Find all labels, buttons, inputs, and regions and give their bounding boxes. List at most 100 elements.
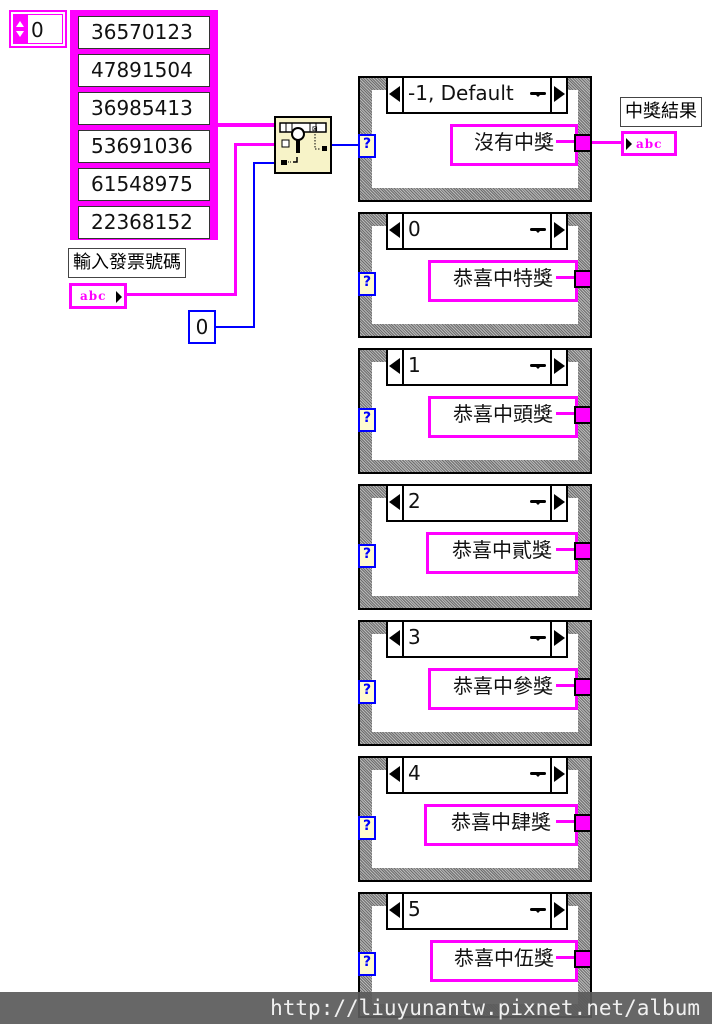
array-index-control[interactable]: 0 [9, 10, 67, 48]
case-selector-label[interactable]: 0 [386, 212, 568, 250]
previous-case-arrow-icon[interactable] [388, 758, 404, 792]
case-value: 1 [408, 353, 421, 377]
output-tunnel [574, 950, 592, 968]
next-case-arrow-icon[interactable] [550, 214, 566, 248]
case-output-wire [556, 140, 580, 143]
string-wire [127, 293, 237, 296]
string-type-label: abc [80, 289, 107, 303]
case-structure[interactable]: 4 ? 恭喜中肆獎 [358, 756, 592, 882]
search-1d-array-icon: ⊠ [279, 122, 327, 165]
case-structure[interactable]: 3 ? 恭喜中參獎 [358, 620, 592, 746]
case-selector-terminal: ? [358, 952, 376, 976]
input-arrow-icon [626, 138, 632, 150]
case-output-wire [556, 820, 580, 823]
string-wire [234, 143, 237, 296]
array-element[interactable]: 36570123 [78, 16, 210, 49]
next-case-arrow-icon[interactable] [550, 894, 566, 928]
output-tunnel [574, 134, 592, 152]
case-value: 3 [408, 625, 421, 649]
case-value: 2 [408, 489, 421, 513]
case-output-wire [556, 548, 580, 551]
array-element[interactable]: 61548975 [78, 168, 210, 201]
output-tunnel [574, 814, 592, 832]
numeric-wire [253, 162, 255, 328]
previous-case-arrow-icon[interactable] [388, 78, 404, 112]
case-value: -1, Default [408, 81, 514, 105]
numeric-wire [216, 326, 255, 328]
result-string-indicator: abc [621, 131, 677, 156]
result-string-constant[interactable]: 恭喜中參獎 [428, 668, 578, 710]
next-case-arrow-icon[interactable] [550, 486, 566, 520]
watermark-url: http://liuyunantw.pixnet.net/album [270, 996, 700, 1020]
case-structure[interactable]: 2 ? 恭喜中貳獎 [358, 484, 592, 610]
case-selector-label[interactable]: 1 [386, 348, 568, 386]
result-string-constant[interactable]: 沒有中獎 [450, 124, 578, 166]
next-case-arrow-icon[interactable] [550, 78, 566, 112]
case-selector-label[interactable]: 3 [386, 620, 568, 658]
result-wire [590, 141, 622, 144]
output-tunnel [574, 678, 592, 696]
previous-case-arrow-icon[interactable] [388, 894, 404, 928]
array-element[interactable]: 36985413 [78, 92, 210, 125]
index-value[interactable]: 0 [31, 18, 44, 42]
start-index-constant[interactable]: 0 [188, 310, 216, 344]
dropdown-icon[interactable] [530, 92, 546, 97]
output-tunnel [574, 270, 592, 288]
case-structure[interactable]: 1 ? 恭喜中頭獎 [358, 348, 592, 474]
case-value: 0 [408, 217, 421, 241]
case-structure[interactable]: -1, Default ? 沒有中獎 [358, 76, 592, 202]
previous-case-arrow-icon[interactable] [388, 214, 404, 248]
array-element[interactable]: 22368152 [78, 206, 210, 239]
previous-case-arrow-icon[interactable] [388, 486, 404, 520]
case-selector-terminal: ? [358, 680, 376, 704]
case-value: 4 [408, 761, 421, 785]
case-selector-label[interactable]: 2 [386, 484, 568, 522]
result-string-constant[interactable]: 恭喜中貳獎 [426, 532, 578, 574]
increment-arrow-icon[interactable] [16, 21, 24, 27]
dropdown-icon[interactable] [530, 364, 546, 369]
case-selector-terminal: ? [358, 272, 376, 296]
result-string-constant[interactable]: 恭喜中伍獎 [430, 940, 578, 982]
case-selector-terminal: ? [358, 134, 376, 158]
search-1d-array-function[interactable]: ⊠ [274, 116, 332, 174]
previous-case-arrow-icon[interactable] [388, 622, 404, 656]
next-case-arrow-icon[interactable] [550, 758, 566, 792]
result-string-constant[interactable]: 恭喜中肆獎 [424, 804, 578, 846]
case-selector-label[interactable]: 5 [386, 892, 568, 930]
string-wire [234, 143, 274, 146]
case-value: 5 [408, 897, 421, 921]
case-output-wire [556, 684, 580, 687]
string-type-label: abc [636, 137, 663, 151]
result-string-constant[interactable]: 恭喜中頭獎 [428, 396, 578, 438]
invoice-number-array[interactable]: 36570123 47891504 36985413 53691036 6154… [70, 10, 218, 240]
dropdown-icon[interactable] [530, 908, 546, 913]
case-output-wire [556, 956, 580, 959]
case-output-wire [556, 276, 580, 279]
dropdown-icon[interactable] [530, 636, 546, 641]
output-tunnel [574, 542, 592, 560]
case-structure[interactable]: 0 ? 恭喜中特獎 [358, 212, 592, 338]
dropdown-icon[interactable] [530, 228, 546, 233]
next-case-arrow-icon[interactable] [550, 350, 566, 384]
case-selector-label[interactable]: 4 [386, 756, 568, 794]
dropdown-icon[interactable] [530, 500, 546, 505]
result-label: 中獎結果 [620, 97, 702, 127]
array-element[interactable]: 47891504 [78, 54, 210, 87]
array-element[interactable]: 53691036 [78, 130, 210, 163]
index-result-wire [332, 144, 360, 146]
dropdown-icon[interactable] [530, 772, 546, 777]
next-case-arrow-icon[interactable] [550, 622, 566, 656]
index-spinner[interactable] [14, 15, 28, 43]
previous-case-arrow-icon[interactable] [388, 350, 404, 384]
array-wire [218, 123, 274, 127]
result-string-constant[interactable]: 恭喜中特獎 [428, 260, 578, 302]
case-selector-terminal: ? [358, 816, 376, 840]
invoice-string-control[interactable]: abc [69, 283, 127, 309]
input-invoice-label: 輸入發票號碼 [68, 248, 186, 278]
numeric-wire [253, 162, 274, 164]
watermark-bar: http://liuyunantw.pixnet.net/album [0, 992, 712, 1024]
case-selector-terminal: ? [358, 408, 376, 432]
decrement-arrow-icon[interactable] [16, 31, 24, 37]
case-selector-label[interactable]: -1, Default [386, 76, 568, 114]
case-selector-terminal: ? [358, 544, 376, 568]
